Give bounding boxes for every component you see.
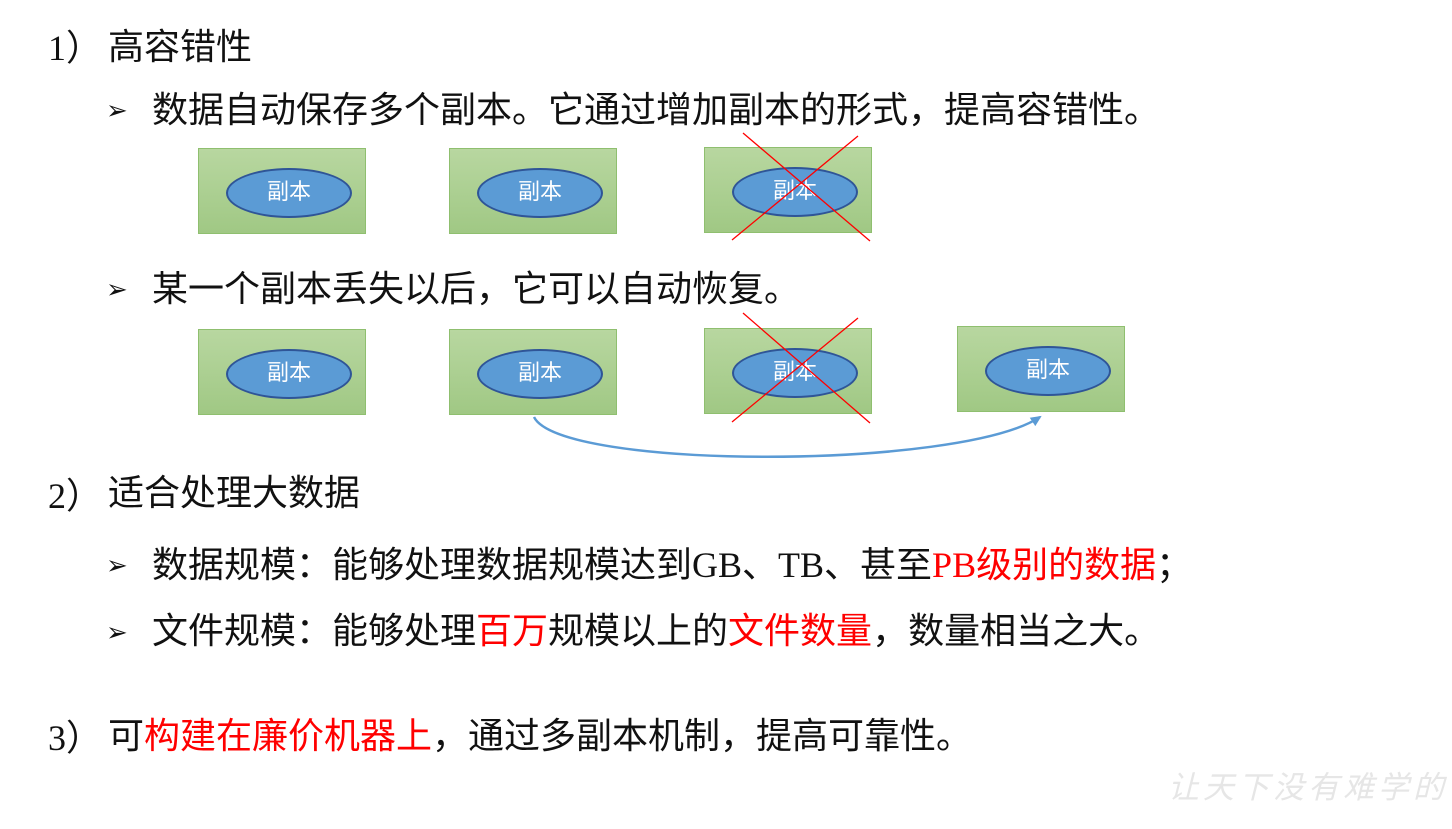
replica-oval: 副本 xyxy=(477,349,603,399)
section2-title: 适合处理大数据 xyxy=(108,473,361,514)
bullet-arrow-icon: ➢ xyxy=(106,551,128,581)
highlight-level: 级别的数据 xyxy=(976,545,1157,586)
section1-number: 1） xyxy=(48,28,103,68)
replica-oval: 副本 xyxy=(732,348,858,398)
replica-oval: 副本 xyxy=(985,346,1111,396)
lost-replica-cross-2 xyxy=(731,312,871,424)
highlight-cheap-machines: 构建在廉价机器上 xyxy=(144,716,433,757)
replica-node-recovered: 副本 xyxy=(957,326,1125,412)
section3-text: 可构建在廉价机器上，通过多副本机制，提高可靠性。 xyxy=(108,717,972,757)
replica-oval: 副本 xyxy=(477,168,603,218)
bullet-arrow-icon: ➢ xyxy=(106,96,128,126)
highlight-pb: PB xyxy=(932,545,977,585)
section1-bullet1: 数据自动保存多个副本。它通过增加副本的形式，提高容错性。 xyxy=(152,90,1161,131)
replica-oval: 副本 xyxy=(226,168,352,218)
recovery-arrow xyxy=(532,415,1042,458)
section2-number: 2） xyxy=(48,476,103,516)
watermark: 让天下没有难学的 xyxy=(1168,770,1448,806)
replica-node: 副本 xyxy=(449,329,617,415)
text-segment: 规模以上的 xyxy=(548,611,729,652)
text-segment: 可 xyxy=(108,716,145,757)
text-segment: ，通过多副本机制，提高可靠性。 xyxy=(432,716,973,757)
text-segment: 甚至 xyxy=(860,545,933,586)
text-segment: 数据规模：能够处理数据规模达到 xyxy=(152,545,693,586)
replica-node: 副本 xyxy=(449,148,617,234)
bullet-arrow-icon: ➢ xyxy=(106,618,128,648)
bullet-arrow-icon: ➢ xyxy=(106,275,128,305)
text-segment: GB、TB、 xyxy=(692,545,861,585)
highlight-million: 百万 xyxy=(476,611,549,652)
highlight-file-count: 文件数量 xyxy=(728,611,873,652)
text-segment: ； xyxy=(1156,545,1193,586)
section2-bullet1: 数据规模：能够处理数据规模达到GB、TB、甚至PB级别的数据； xyxy=(152,545,1192,586)
replica-node: 副本 xyxy=(198,148,366,234)
text-segment: 文件规模：能够处理 xyxy=(152,611,477,652)
text-segment: ，数量相当之大。 xyxy=(872,611,1161,652)
replica-oval: 副本 xyxy=(226,349,352,399)
section2-bullet2: 文件规模：能够处理百万规模以上的文件数量，数量相当之大。 xyxy=(152,612,1160,652)
section3-number: 3） xyxy=(48,718,103,758)
replica-oval: 副本 xyxy=(732,167,858,217)
section1-bullet2: 某一个副本丢失以后，它可以自动恢复。 xyxy=(152,269,801,310)
replica-node: 副本 xyxy=(198,329,366,415)
lost-replica-cross-1 xyxy=(731,132,871,242)
section1-title: 高容错性 xyxy=(108,27,253,68)
